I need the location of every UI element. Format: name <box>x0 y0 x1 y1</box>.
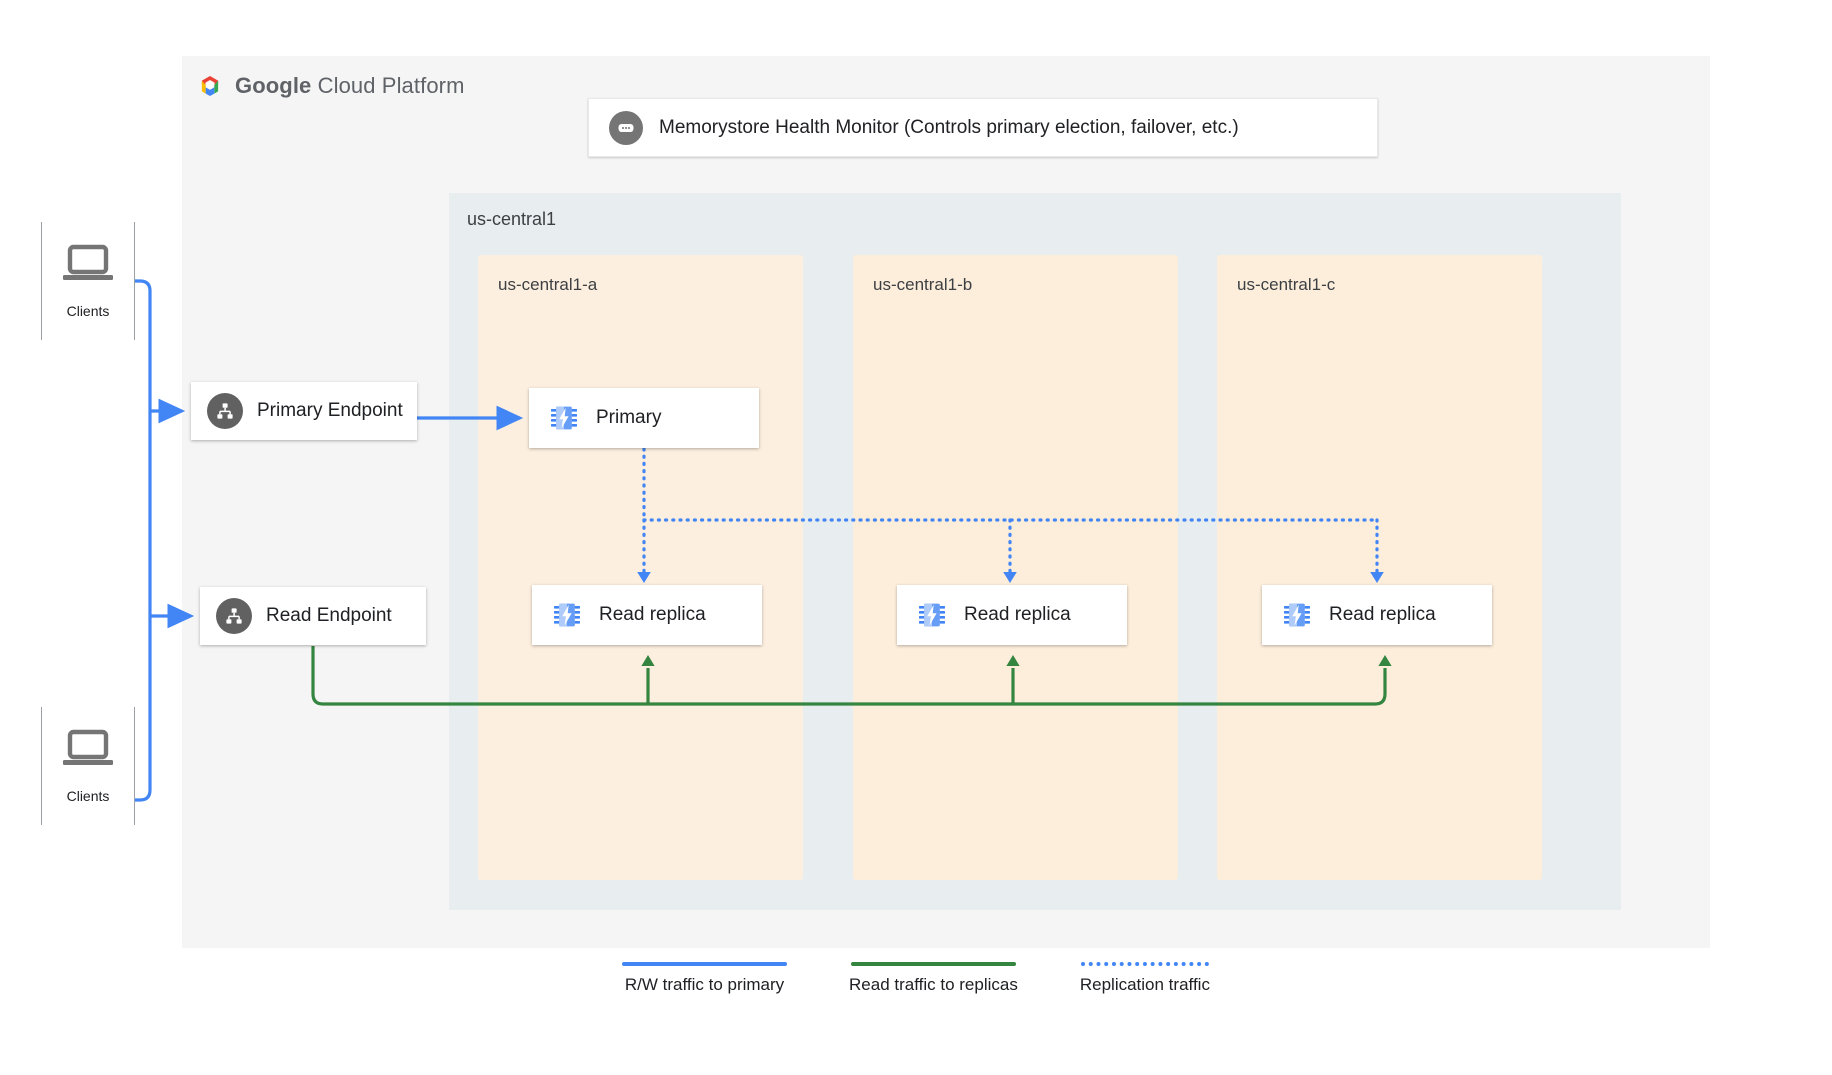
read-endpoint-label: Read Endpoint <box>266 605 392 626</box>
memorystore-chip-icon <box>1282 600 1312 630</box>
primary-endpoint-label: Primary Endpoint <box>257 400 403 421</box>
primary-endpoint-box[interactable]: Primary Endpoint <box>191 382 417 440</box>
network-hierarchy-icon <box>216 598 252 634</box>
zone-label: us-central1-a <box>498 275 598 294</box>
clients-box-top: Clients <box>41 222 135 340</box>
health-monitor-box: Memorystore Health Monitor (Controls pri… <box>588 98 1378 157</box>
monitor-dots-icon <box>609 110 643 145</box>
gcp-logo-text: Google Cloud Platform <box>235 73 465 99</box>
memorystore-chip-icon <box>549 403 579 433</box>
read-replica-b-box[interactable]: Read replica <box>897 585 1127 645</box>
legend-swatch-blue-solid <box>622 962 788 966</box>
health-monitor-label: Memorystore Health Monitor (Controls pri… <box>659 116 1239 138</box>
network-hierarchy-icon <box>207 393 243 429</box>
legend: R/W traffic to primary Read traffic to r… <box>0 962 1832 995</box>
zone-us-central1-b: us-central1-b <box>853 255 1178 880</box>
laptop-icon <box>61 244 115 289</box>
read-replica-label: Read replica <box>964 604 1071 625</box>
legend-swatch-green-solid <box>850 962 1016 966</box>
zone-label: us-central1-b <box>873 275 973 294</box>
legend-label: R/W traffic to primary <box>624 975 785 994</box>
gcp-logo-light: Cloud Platform <box>311 73 465 98</box>
legend-item-replication-traffic: Replication traffic <box>1080 962 1210 995</box>
region-title: us-central1 <box>467 209 557 229</box>
memorystore-chip-icon <box>917 600 947 630</box>
legend-swatch-blue-dotted <box>1080 962 1209 966</box>
legend-item-read-traffic: Read traffic to replicas <box>849 962 1018 995</box>
zone-label: us-central1-c <box>1237 275 1336 294</box>
read-endpoint-box[interactable]: Read Endpoint <box>200 587 426 645</box>
gcp-logo-bold: Google <box>235 73 312 98</box>
read-replica-label: Read replica <box>599 604 706 625</box>
read-replica-c-box[interactable]: Read replica <box>1262 585 1492 645</box>
read-replica-label: Read replica <box>1329 604 1436 625</box>
laptop-icon <box>61 729 115 774</box>
read-replica-a-box[interactable]: Read replica <box>532 585 762 645</box>
memorystore-chip-icon <box>552 600 582 630</box>
legend-label: Read traffic to replicas <box>849 975 1018 994</box>
legend-item-rw-traffic: R/W traffic to primary <box>622 962 788 995</box>
clients-box-bottom: Clients <box>41 707 135 825</box>
google-cloud-hexagon-icon <box>196 72 224 100</box>
primary-node-box[interactable]: Primary <box>529 388 759 448</box>
google-cloud-platform-logo: Google Cloud Platform <box>196 72 465 100</box>
primary-node-label: Primary <box>596 407 662 428</box>
zone-us-central1-c: us-central1-c <box>1217 255 1542 880</box>
zone-us-central1-a: us-central1-a <box>478 255 803 880</box>
clients-label: Clients <box>66 302 110 319</box>
legend-label: Replication traffic <box>1079 975 1210 994</box>
clients-label: Clients <box>66 787 110 804</box>
